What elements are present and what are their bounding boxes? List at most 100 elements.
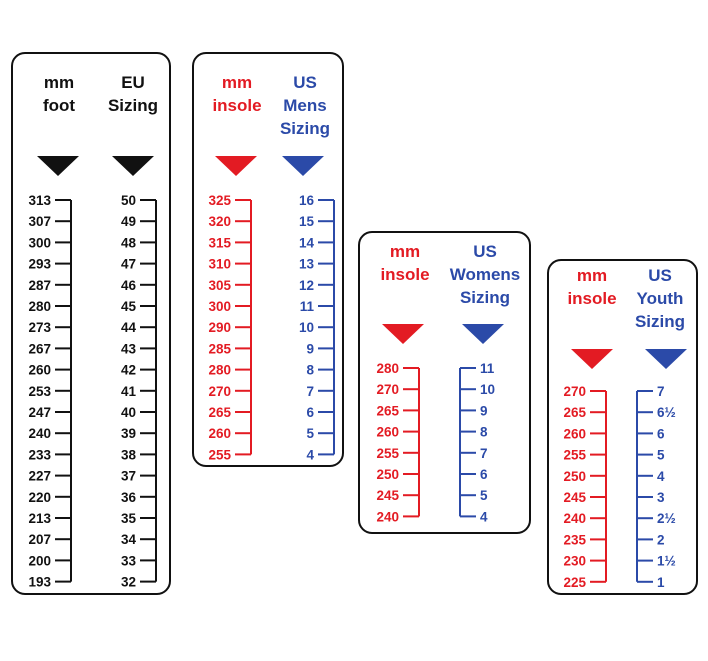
scale-label: 200	[28, 553, 51, 568]
arrow-down-icon	[282, 156, 324, 176]
scale-label: 4	[306, 447, 314, 462]
scale-mm-foot: 3133073002932872802732672602532472402332…	[28, 193, 72, 590]
scale-label: 270	[208, 384, 231, 399]
scale-label: 207	[28, 532, 51, 547]
scale-label: 325	[208, 193, 231, 208]
scale-label: 9	[480, 403, 488, 418]
scale-label: 11	[300, 299, 315, 314]
scale-label: 7	[657, 384, 665, 399]
scale-label: 253	[28, 384, 51, 399]
scale-label: 235	[563, 532, 586, 547]
scale-label: 255	[208, 447, 231, 462]
scale-label: 8	[480, 425, 488, 440]
header-mm-insole: mm insole	[567, 266, 617, 308]
scale-label: 300	[208, 299, 231, 314]
scale-label: 315	[208, 235, 231, 250]
scale-label: 255	[376, 446, 399, 461]
scale-label: 44	[121, 320, 137, 335]
scale-label: 43	[121, 341, 137, 356]
panel-us-womens: mm insole US Womens Sizing 280 270 265 260 2…	[358, 231, 531, 534]
header-mm-insole: mm insole	[380, 242, 430, 284]
scale-label: 287	[28, 278, 51, 293]
scale-label: 265	[208, 405, 231, 420]
scale-label: 5	[306, 426, 314, 441]
scale-label: 220	[28, 490, 51, 505]
scale-label: 4	[480, 509, 488, 524]
scale-label: 310	[208, 257, 231, 272]
scale-label: 280	[28, 299, 51, 314]
scale-label: 250	[376, 467, 399, 482]
scale-label: 47	[121, 257, 136, 272]
scale-label: 46	[121, 278, 137, 293]
scale-label: 273	[28, 320, 51, 335]
scale-label: 12	[299, 278, 314, 293]
scale-label: 38	[121, 447, 137, 462]
scale-label: 213	[28, 511, 51, 526]
scale-label: 50	[121, 193, 136, 208]
arrow-down-icon	[112, 156, 154, 176]
header-eu-sizing: EU Sizing	[107, 73, 159, 115]
arrow-down-icon	[215, 156, 257, 176]
scale-label: 270	[563, 384, 586, 399]
scale-label: 267	[28, 341, 51, 356]
scale-label: 240	[376, 509, 399, 524]
scale-label: 313	[28, 193, 51, 208]
scale-label: 240	[28, 426, 51, 441]
scale-label: 260	[208, 426, 231, 441]
scale-label: 10	[299, 320, 314, 335]
scale-label: 280	[376, 361, 399, 376]
scale-label: 8	[306, 363, 314, 378]
scale-label: 16	[299, 193, 315, 208]
scale-label: 250	[563, 469, 586, 484]
header-us-mens-sizing: US Mens Sizing	[279, 73, 331, 138]
scale-label: 307	[28, 214, 51, 229]
scale-label: 49	[121, 214, 136, 229]
scale-label: 39	[121, 426, 136, 441]
scale-label: 233	[28, 447, 51, 462]
header-us-youth-sizing: US Youth Sizing	[634, 266, 686, 331]
scale-label: 35	[121, 511, 137, 526]
scale-label: 15	[299, 214, 315, 229]
header-mm-foot: mm foot	[42, 73, 76, 115]
scale-label: 48	[121, 235, 137, 250]
scale-label: 7	[306, 384, 314, 399]
scale-label: 260	[28, 363, 51, 378]
arrow-down-icon	[37, 156, 79, 176]
scale-label: 6	[306, 405, 314, 420]
scale-label: 10	[480, 382, 495, 397]
arrow-down-icon	[382, 324, 424, 344]
scale-label: 9	[306, 341, 314, 356]
scale-label: 227	[28, 469, 51, 484]
scale-label: 245	[563, 490, 586, 505]
scale-label: 260	[376, 425, 399, 440]
scale-label: 280	[208, 363, 231, 378]
scale-label: 265	[376, 403, 399, 418]
scale-label: 6	[480, 467, 488, 482]
scale-label: 1	[657, 575, 665, 590]
scale-label: 13	[299, 257, 315, 272]
scale-label: 40	[121, 405, 136, 420]
scale-label: 3	[657, 490, 665, 505]
scale-label: 45	[121, 299, 137, 314]
scale-label: 1½	[657, 554, 676, 569]
scale-label: 300	[28, 235, 51, 250]
arrow-down-icon	[462, 324, 504, 344]
scale-label: 290	[208, 320, 231, 335]
scale-label: 36	[121, 490, 137, 505]
scale-label: 230	[563, 554, 586, 569]
arrow-down-icon	[571, 349, 613, 369]
scale-label: 6	[657, 426, 665, 441]
scale-label: 285	[208, 341, 231, 356]
scale-label: 270	[376, 382, 399, 397]
header-us-womens-sizing: US Womens Sizing	[449, 242, 521, 307]
